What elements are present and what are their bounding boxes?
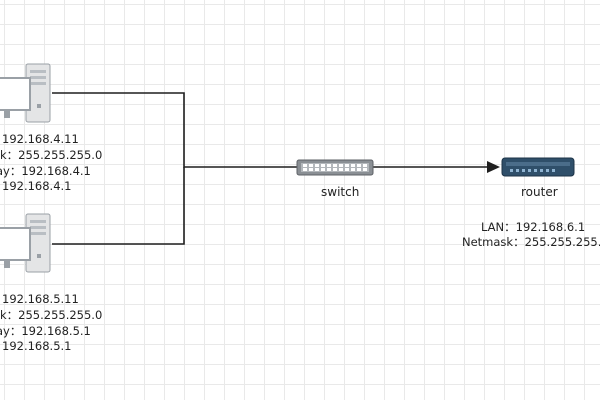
switch-label: switch (321, 185, 359, 199)
router-icon (501, 157, 575, 177)
router-info: LAN：192.168.6.1 Netmask：255.255.255.0 (462, 220, 600, 249)
router-netmask: Netmask：255.255.255.0 (462, 235, 600, 249)
link-host2-switch (52, 167, 185, 245)
host2-dns: 192.168.5.1 (2, 339, 72, 353)
router-lan: LAN：192.168.6.1 (481, 220, 585, 234)
link-host1-switch (52, 92, 298, 168)
host1-gateway: ay：192.168.4.1 (0, 164, 91, 178)
host2-info: 192.168.5.11 sk：255.255.255.0 ay：192.168… (0, 292, 102, 353)
host2-gateway: ay：192.168.5.1 (0, 324, 91, 338)
connections (52, 92, 500, 245)
host1-computer-icon (0, 63, 51, 123)
router-label: router (521, 185, 558, 199)
host1-info: 192.168.4.11 sk：255.255.255.0 ay：192.168… (0, 132, 102, 193)
host1-ip: 192.168.4.11 (2, 132, 79, 146)
host1-dns: 192.168.4.1 (2, 179, 72, 193)
host1-netmask: sk：255.255.255.0 (0, 148, 102, 162)
host2-netmask: sk：255.255.255.0 (0, 308, 102, 322)
host2-ip: 192.168.5.11 (2, 292, 79, 306)
arrowhead (487, 161, 500, 173)
host2-computer-icon (0, 213, 51, 273)
switch-icon (296, 159, 374, 176)
